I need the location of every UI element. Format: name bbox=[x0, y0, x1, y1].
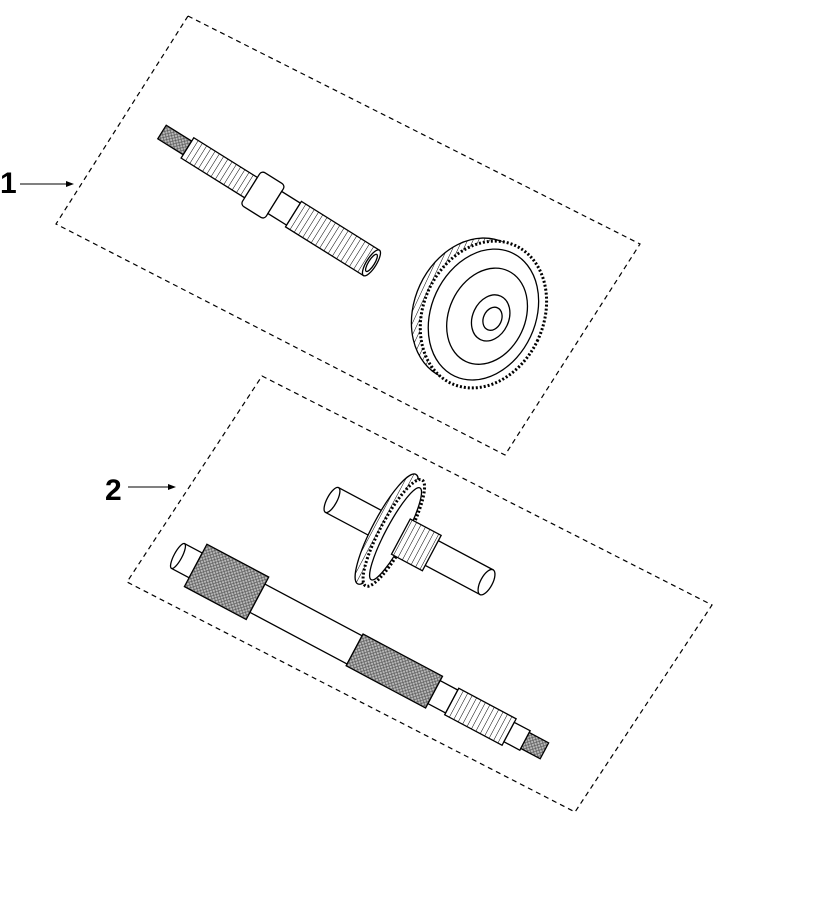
group-1-outline bbox=[55, 15, 641, 456]
gear-1 bbox=[410, 237, 549, 390]
shaft-1 bbox=[156, 124, 382, 277]
callout-1-label: 1 bbox=[0, 167, 17, 200]
callout-2-leader-arrow bbox=[128, 484, 176, 490]
group-2-outline bbox=[126, 375, 713, 813]
countershaft-2 bbox=[323, 473, 496, 596]
main-shaft-2 bbox=[169, 542, 550, 760]
callout-1-leader-arrow bbox=[20, 181, 74, 187]
callout-2-label: 2 bbox=[105, 474, 122, 507]
